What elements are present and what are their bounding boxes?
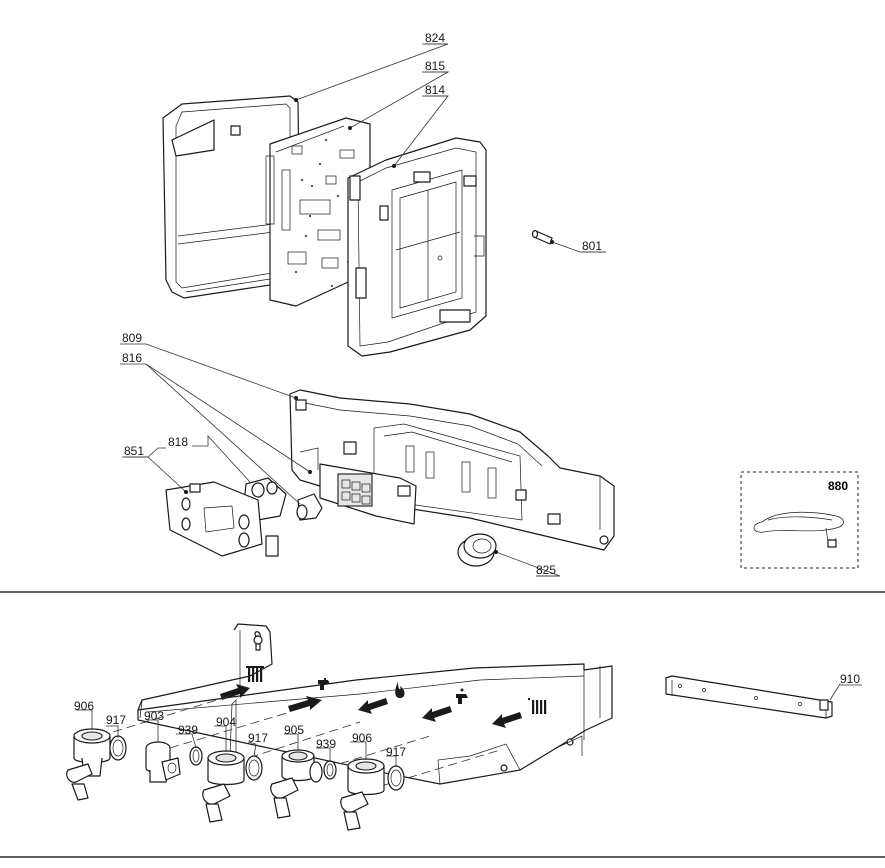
callout-906-left: 906 bbox=[74, 699, 94, 713]
callout-906-right: 906 bbox=[352, 731, 372, 745]
flame-icon bbox=[395, 682, 405, 698]
callout-939-right: 939 bbox=[316, 737, 336, 751]
part-880-cable-kit bbox=[740, 471, 859, 569]
part-851-bracket bbox=[165, 481, 279, 557]
part-814-control-housing bbox=[347, 137, 487, 357]
tap-icon bbox=[456, 688, 468, 704]
callout-underlines bbox=[124, 43, 862, 686]
radiator-icon bbox=[528, 698, 547, 714]
seal-939-right bbox=[323, 760, 337, 780]
part-910-mounting-rail bbox=[665, 675, 833, 719]
seal-939-left bbox=[189, 746, 203, 766]
valve-904 bbox=[202, 750, 263, 823]
tap-icon bbox=[318, 678, 330, 690]
callout-905: 905 bbox=[284, 723, 304, 737]
kit-880-box bbox=[740, 471, 859, 569]
callout-818: 818 bbox=[168, 435, 188, 449]
flow-arrows bbox=[220, 684, 522, 728]
part-801-fuse bbox=[531, 229, 553, 245]
valve-906-right bbox=[340, 758, 405, 831]
leader-lines-lower bbox=[76, 683, 841, 766]
callout-917-right: 917 bbox=[386, 745, 406, 759]
part-825-knob bbox=[457, 533, 497, 567]
callout-825: 825 bbox=[536, 563, 556, 577]
part-816-terminal-board bbox=[319, 463, 417, 525]
radiator-icon bbox=[246, 666, 264, 682]
valve-905 bbox=[270, 749, 323, 819]
valve-906-left bbox=[66, 728, 127, 801]
callout-917-mid: 917 bbox=[248, 731, 268, 745]
callout-814: 814 bbox=[425, 83, 445, 97]
valve-903 bbox=[145, 741, 181, 783]
callout-809: 809 bbox=[122, 331, 142, 345]
callout-815: 815 bbox=[425, 59, 445, 73]
callout-851: 851 bbox=[124, 444, 144, 458]
callout-816: 816 bbox=[122, 351, 142, 365]
callout-939-left: 939 bbox=[178, 723, 198, 737]
callout-880: 880 bbox=[828, 479, 848, 493]
callout-904: 904 bbox=[216, 715, 236, 729]
callout-801: 801 bbox=[582, 239, 602, 253]
callout-917-left: 917 bbox=[106, 713, 126, 727]
callout-824: 824 bbox=[425, 31, 445, 45]
callout-910: 910 bbox=[840, 672, 860, 686]
callout-903: 903 bbox=[144, 709, 164, 723]
